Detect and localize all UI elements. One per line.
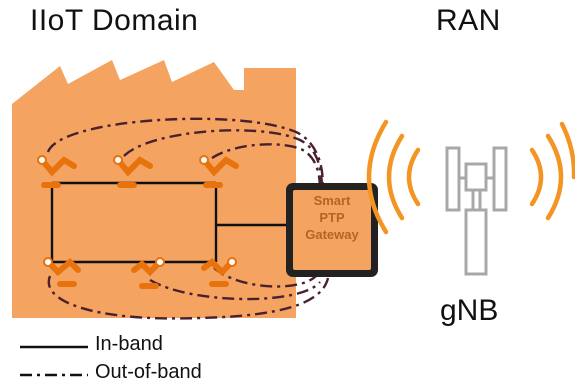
gnb-label: gNB: [440, 294, 499, 327]
robot-node-icon: [199, 155, 209, 165]
gateway-device-screen: [293, 190, 371, 270]
robot-arm-icon: [201, 156, 239, 188]
radio-waves-icon: [366, 119, 575, 235]
robot-node-icon: [37, 155, 47, 165]
robot-arm-icon: [201, 258, 235, 287]
gateway-label-line2: PTP: [319, 210, 345, 225]
antenna-tower-icon: [445, 146, 508, 276]
oob-link-bottom-middle: [149, 278, 321, 301]
robot-arm-icon: [131, 259, 163, 289]
robot-node-icon: [113, 155, 123, 165]
robot-arm-icon: [39, 156, 77, 188]
gateway-label-line1: Smart: [313, 193, 351, 208]
factory-building: [12, 60, 296, 318]
robot-arm-icon: [115, 156, 153, 188]
gateway-label-line3: Gateway: [305, 227, 359, 242]
robot-arm-icon: [45, 257, 81, 287]
gateway-label: Smart PTP Gateway: [290, 192, 374, 243]
iiot-domain-title: IIoT Domain: [30, 4, 199, 37]
oob-link-top-middle: [123, 129, 324, 191]
robot-node-icon: [155, 257, 165, 267]
legend-out-of-band-label: Out-of-band: [95, 361, 202, 383]
legend-inband-label: In-band: [95, 333, 163, 355]
in-band-links: [50, 181, 288, 264]
oob-link-top-right: [211, 143, 322, 191]
robot-node-icon: [227, 257, 237, 267]
ran-title: RAN: [436, 4, 501, 37]
robot-node-icon: [43, 257, 53, 267]
oob-link-outer-bottom: [47, 275, 330, 320]
